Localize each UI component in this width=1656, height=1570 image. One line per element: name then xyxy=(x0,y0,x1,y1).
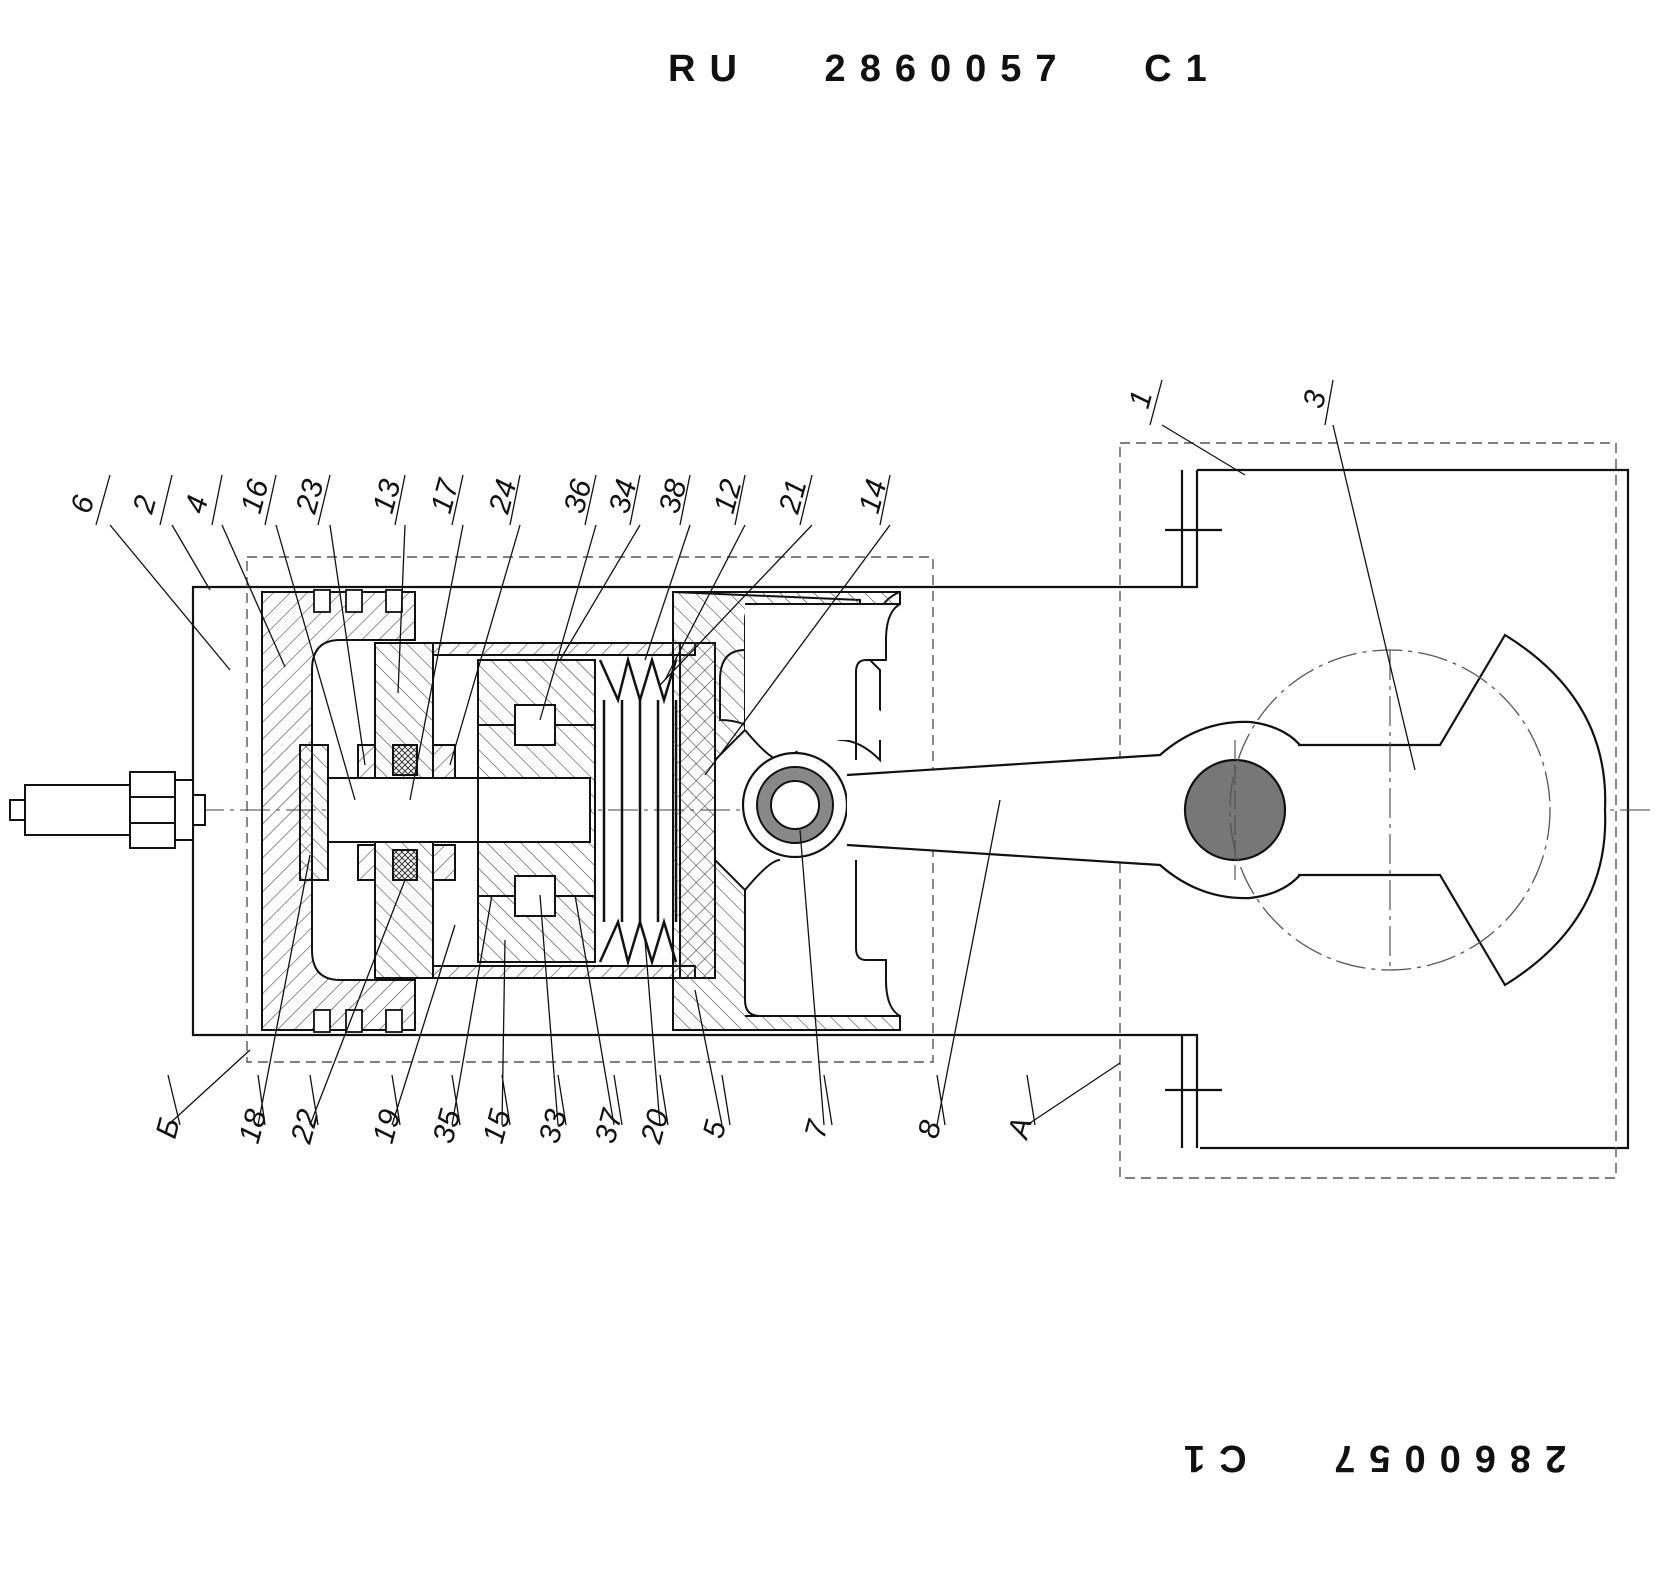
label-21: 21 xyxy=(773,476,814,518)
label-2: 2 xyxy=(127,492,164,518)
label-17: 17 xyxy=(425,475,466,517)
label-5: 5 xyxy=(697,1117,733,1142)
liner xyxy=(432,642,696,979)
zone-a-box xyxy=(1119,442,1617,1179)
piston-body xyxy=(477,659,596,963)
label-13: 13 xyxy=(367,476,408,517)
labels-top: 6 2 4 16 23 13 17 24 36 34 38 12 21 14 xyxy=(65,475,894,518)
label-b-cyr: Б xyxy=(150,1114,187,1141)
label-7: 7 xyxy=(799,1116,836,1142)
crank-counterweight xyxy=(1229,633,1607,987)
label-23: 23 xyxy=(290,476,331,518)
label-24: 24 xyxy=(483,476,524,518)
label-20: 20 xyxy=(635,1106,676,1148)
label-35: 35 xyxy=(427,1106,468,1147)
label-1: 1 xyxy=(1123,387,1159,412)
label-4: 4 xyxy=(179,492,215,517)
label-34: 34 xyxy=(603,476,644,517)
piston-pin xyxy=(741,751,849,859)
crosshead xyxy=(672,591,901,1031)
label-16: 16 xyxy=(235,476,276,517)
label-18: 18 xyxy=(233,1106,274,1147)
cylinder-head xyxy=(261,591,416,1031)
label-38: 38 xyxy=(653,476,694,517)
bellows-spring xyxy=(598,655,678,967)
label-8: 8 xyxy=(912,1117,948,1142)
label-6: 6 xyxy=(65,492,101,517)
patent-number-footer-inverted: 2860057 C1 xyxy=(1170,1437,1567,1479)
leader-lines xyxy=(95,379,1416,1126)
label-22: 22 xyxy=(285,1106,326,1148)
label-14: 14 xyxy=(853,476,894,517)
head-bolts xyxy=(313,589,403,1033)
plate-18 xyxy=(299,744,329,881)
label-12: 12 xyxy=(708,476,749,517)
labels-bottom: Б 18 22 19 35 15 33 37 20 5 7 8 А xyxy=(150,1105,1039,1148)
connecting-rod xyxy=(846,720,1322,900)
labels-right: 1 3 xyxy=(1123,387,1333,412)
label-19: 19 xyxy=(367,1106,408,1147)
rod-16 xyxy=(327,777,479,843)
crankcase-outline xyxy=(1197,468,1630,1150)
label-37: 37 xyxy=(589,1105,630,1147)
spark-plug xyxy=(9,771,206,849)
label-15: 15 xyxy=(477,1106,518,1147)
patent-number-header: RU 2860057 C1 xyxy=(668,48,1221,90)
label-33: 33 xyxy=(533,1106,574,1147)
label-36: 36 xyxy=(558,476,599,517)
label-3: 3 xyxy=(1297,387,1333,412)
